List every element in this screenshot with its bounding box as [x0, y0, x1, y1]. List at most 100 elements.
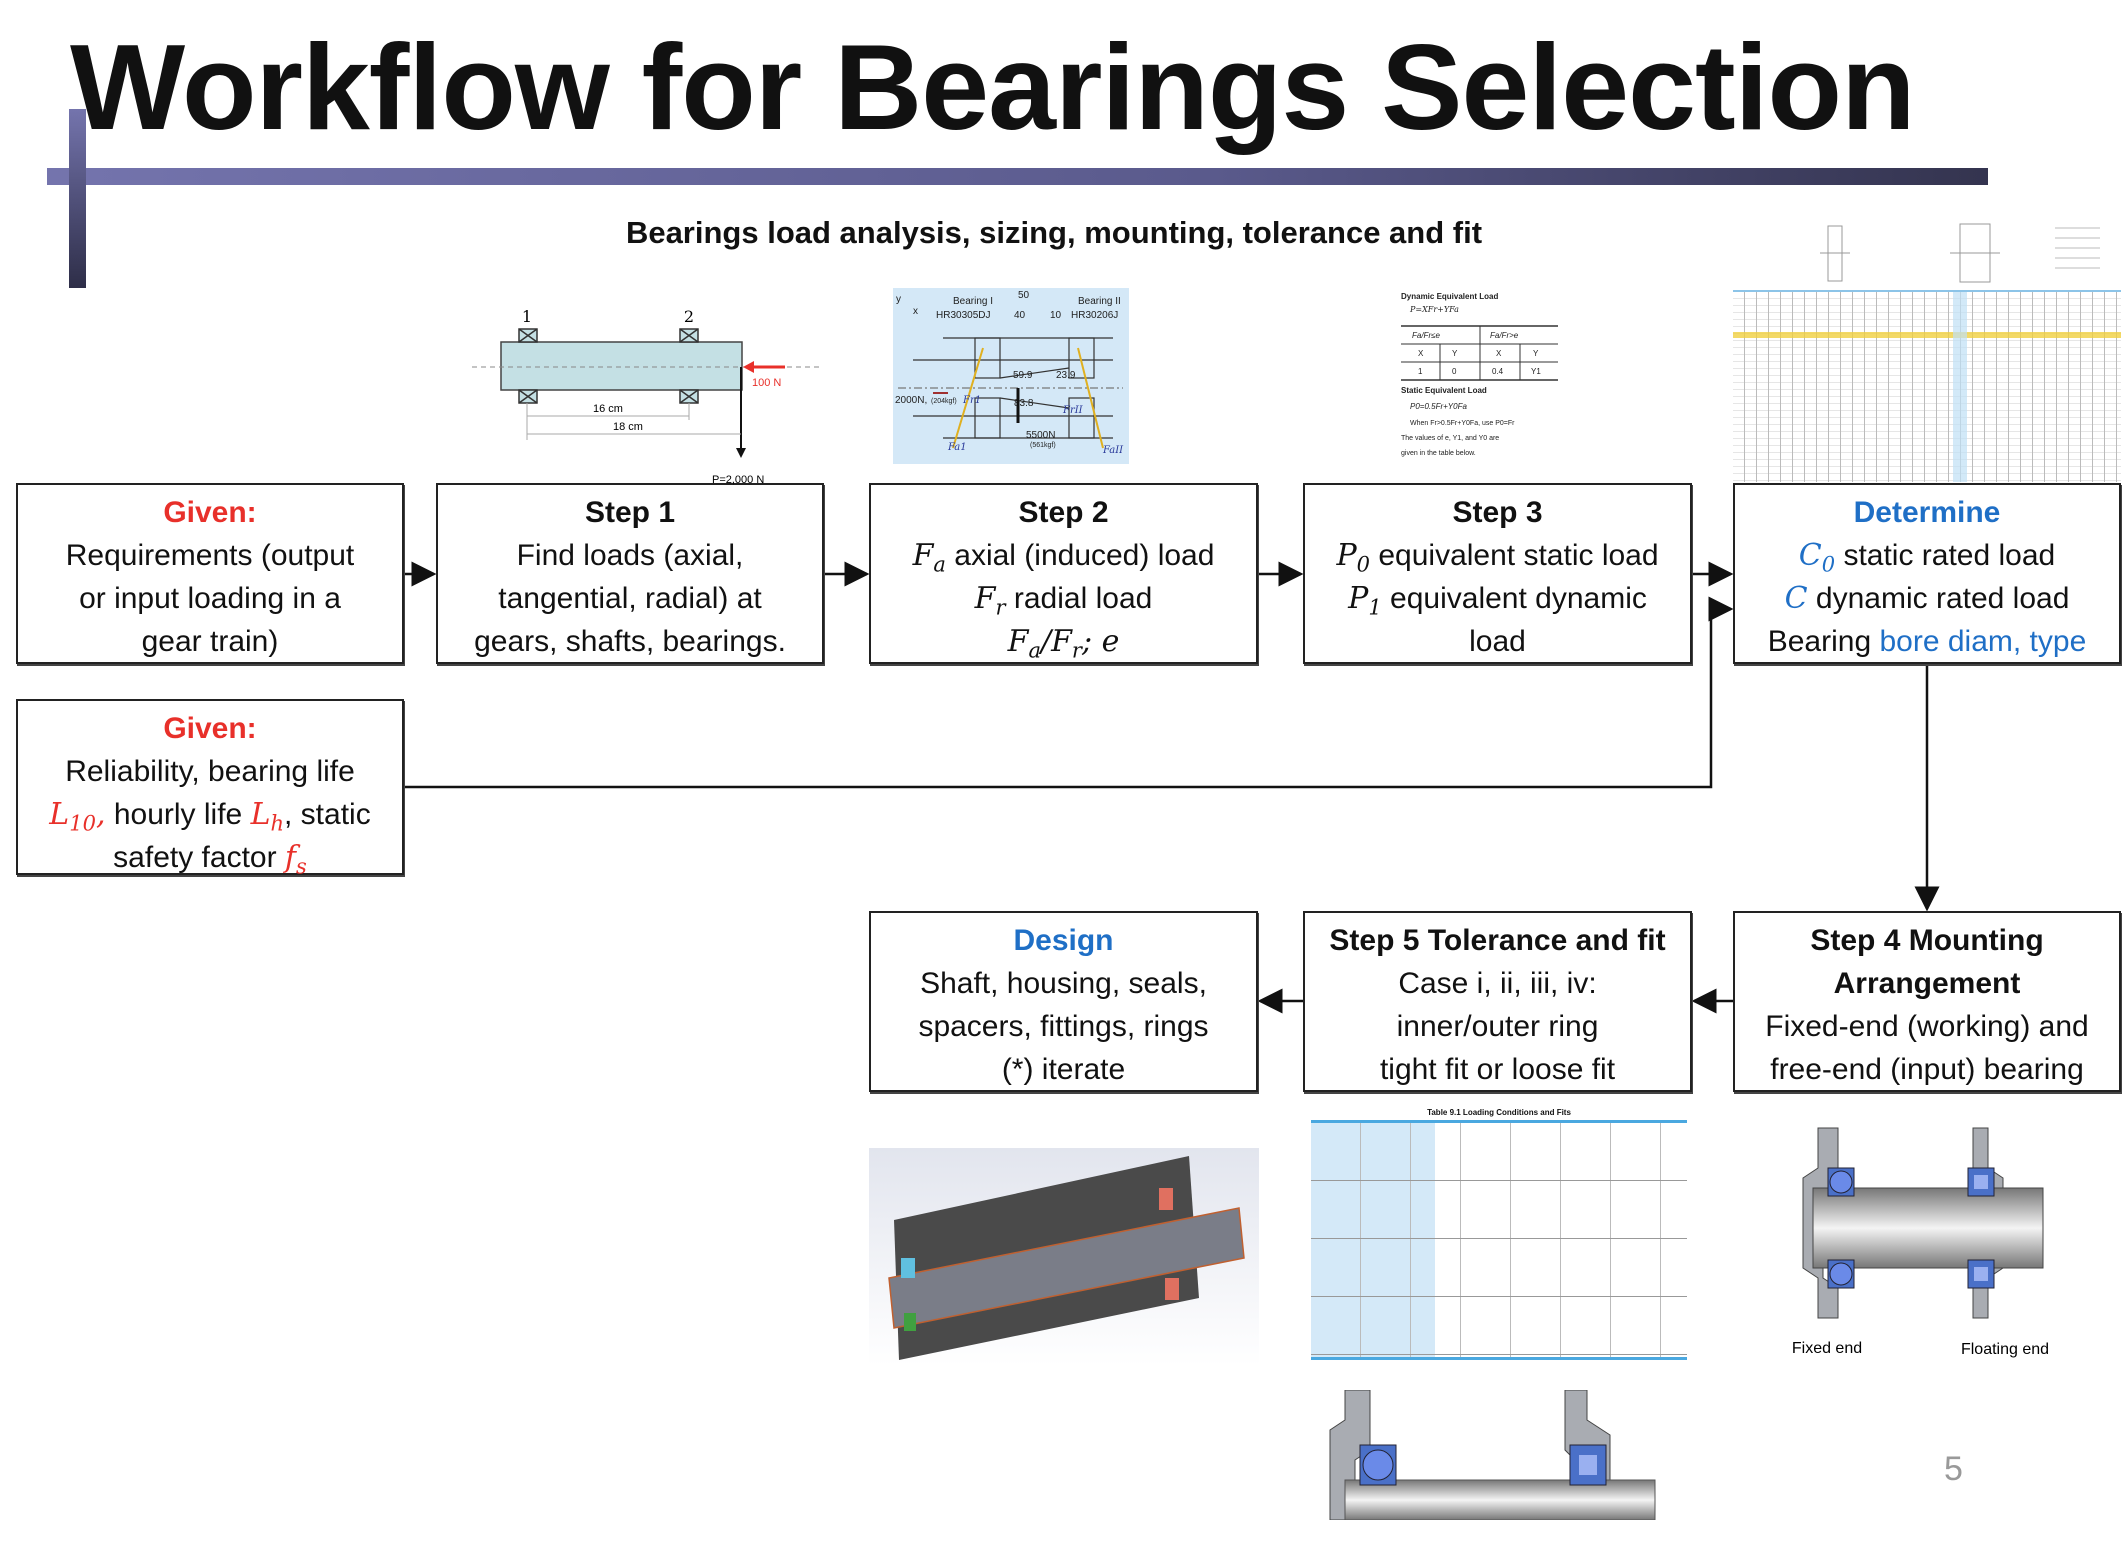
step2-line-ratio: Fa/Fr; e — [871, 620, 1256, 663]
subscript: a — [1028, 638, 1041, 663]
text: equivalent static load — [1370, 539, 1659, 572]
mounting-arrangement-image — [1329, 1390, 1656, 1520]
step3-box: Step 3 P0 equivalent static load P1 equi… — [1303, 483, 1692, 664]
highlighted-column — [1953, 292, 1967, 482]
loading-conditions-table-image: Table 9.1 Loading Conditions and Fits — [1311, 1108, 1687, 1360]
subscript: a — [933, 552, 946, 577]
subscript: s — [296, 854, 307, 879]
bearing-2-label: Bearing II — [1078, 296, 1121, 307]
table-cell: Y — [1533, 349, 1539, 358]
step3-line-static: P0 equivalent static load — [1305, 534, 1690, 577]
step5-box: Step 5 Tolerance and fit Case i, ii, iii… — [1303, 911, 1692, 1092]
text: safety factor — [113, 841, 285, 874]
table-cell: 0.4 — [1492, 367, 1504, 376]
dynamic-load-title: Dynamic Equivalent Load — [1401, 292, 1498, 301]
text: equivalent dynamic — [1381, 582, 1647, 615]
force-2000n-kgf: (204kgf) — [931, 398, 957, 405]
table-header: Fa/Fr>e — [1490, 331, 1519, 340]
given-line: or input loading in a — [79, 582, 341, 615]
step4-box: Step 4 Mounting Arrangement Fixed-end (w… — [1733, 911, 2121, 1092]
design-line: spacers, fittings, rings — [918, 1010, 1209, 1043]
arrow-given2-to-determine — [404, 596, 1734, 789]
note: The values of e, Y1, and Y0 are — [1401, 435, 1499, 442]
text: bore diam, type — [1879, 625, 2087, 658]
floating-end-label: Floating end — [1961, 1341, 2049, 1358]
design-box: Design Shaft, housing, seals, spacers, f… — [869, 911, 1258, 1092]
equivalent-load-formula-figure: Dynamic Equivalent Load P=XFr+YFa Fa/Fr≤… — [1401, 292, 1558, 457]
table-cell: 1 — [1418, 367, 1423, 376]
determine-line-c: C dynamic rated load — [1735, 577, 2119, 620]
subscript: 10 — [69, 811, 96, 836]
dim-83-8: 83.8 — [1014, 398, 1034, 409]
subscript: r — [1071, 638, 1082, 663]
step5-line: tight fit or loose fit — [1379, 1053, 1616, 1086]
dim-23-9: 23.9 — [1056, 370, 1076, 381]
static-load-condition: When Fr>0.5Fr+Y0Fa, use P0=Fr — [1410, 420, 1515, 427]
given2-line-life: L10, hourly life Lh, static — [18, 793, 402, 836]
force-faii: FaII — [1102, 445, 1124, 456]
step4-line: free-end (input) bearing — [1770, 1053, 2084, 1086]
force-fr1: Fr1 — [962, 395, 981, 406]
static-load-equation: P0=0.5Fr+Y0Fa — [1410, 402, 1467, 411]
note: given in the table below. — [1401, 450, 1476, 457]
table-title: Table 9.1 Loading Conditions and Fits — [1427, 1108, 1571, 1117]
given2-line-safety: safety factor fs — [18, 836, 402, 879]
text: , static — [284, 798, 371, 831]
dynamic-load-equation: P=XFr+YFa — [1409, 305, 1459, 314]
fixed-end-label: Fixed end — [1792, 1340, 1862, 1357]
table-cell: Y1 — [1531, 367, 1541, 376]
step2-line-axial: Fa axial (induced) load — [871, 534, 1256, 577]
determine-box: Determine C0 static rated load C dynamic… — [1733, 483, 2121, 664]
title-underline-bar — [47, 168, 1988, 185]
step4-line: Fixed-end (working) and — [1765, 1010, 2089, 1043]
design-line: (*) iterate — [1001, 1053, 1126, 1086]
step1-line: Find loads (axial, — [516, 539, 744, 572]
page-number: 5 — [1944, 1450, 1963, 1488]
tapered-bearing-figure: y x Bearing I HR30305DJ Bearing II HR302… — [893, 288, 1129, 464]
shaft-load-figure: 1 2 100 N 16 cm 18 cm P=2,000 N — [472, 307, 820, 486]
bearing-1-code: HR30305DJ — [936, 310, 990, 321]
subscript: 1 — [1368, 595, 1382, 620]
subscript: h — [270, 811, 285, 836]
text: , — [95, 797, 106, 832]
text: Bearing — [1767, 625, 1880, 658]
dim-40: 40 — [1014, 310, 1026, 321]
given2-line: Reliability, bearing life — [65, 755, 355, 788]
axis-x-label: x — [913, 306, 918, 317]
subscript: 0 — [1356, 552, 1371, 577]
bearing-2-code: HR30206J — [1071, 310, 1118, 321]
dim-59-9: 59.9 — [1013, 370, 1033, 381]
given-line: gear train) — [141, 625, 279, 658]
step2-box: Step 2 Fa axial (induced) load Fr radial… — [869, 483, 1258, 664]
dimension-18cm: 18 cm — [613, 421, 643, 433]
determine-line-bearing: Bearing bore diam, type — [1735, 620, 2119, 663]
table-cell: Y — [1452, 349, 1458, 358]
force-frii: FrII — [1062, 405, 1084, 416]
dimension-16cm: 16 cm — [593, 403, 623, 415]
determine-heading: Determine — [1853, 496, 2001, 529]
subtitle: Bearings load analysis, sizing, mounting… — [625, 215, 1483, 250]
table-header: Fa/Fr≤e — [1412, 331, 1441, 340]
bearing-1-label: Bearing I — [953, 296, 993, 307]
step1-line: tangential, radial) at — [498, 582, 762, 615]
symbol-p0: P — [1336, 538, 1357, 573]
symbol-fa: F — [912, 538, 934, 573]
table-cell: X — [1418, 349, 1424, 358]
subscript: 0 — [1821, 552, 1836, 577]
step1-heading: Step 1 — [584, 496, 676, 529]
determine-line-c0: C0 static rated load — [1735, 534, 2119, 577]
symbol: F — [1051, 624, 1072, 659]
force-2000n: 2000N, — [895, 395, 927, 406]
step3-line-dynamic: P1 equivalent dynamic — [1305, 577, 1690, 620]
fixed-floating-mounting-figure: Fixed end Floating end — [1792, 1127, 2049, 1358]
table-cell: X — [1496, 349, 1502, 358]
static-load-title: Static Equivalent Load — [1401, 386, 1487, 395]
given-requirements-box: Given: Requirements (output or input loa… — [16, 483, 404, 664]
design-line: Shaft, housing, seals, — [920, 967, 1207, 1000]
text: axial (induced) load — [945, 539, 1215, 572]
symbol-fs: f — [284, 840, 297, 875]
bearing-label-2: 2 — [684, 307, 694, 326]
force-5500n: 5500N — [1026, 430, 1055, 441]
highlighted-row — [1733, 332, 2121, 338]
